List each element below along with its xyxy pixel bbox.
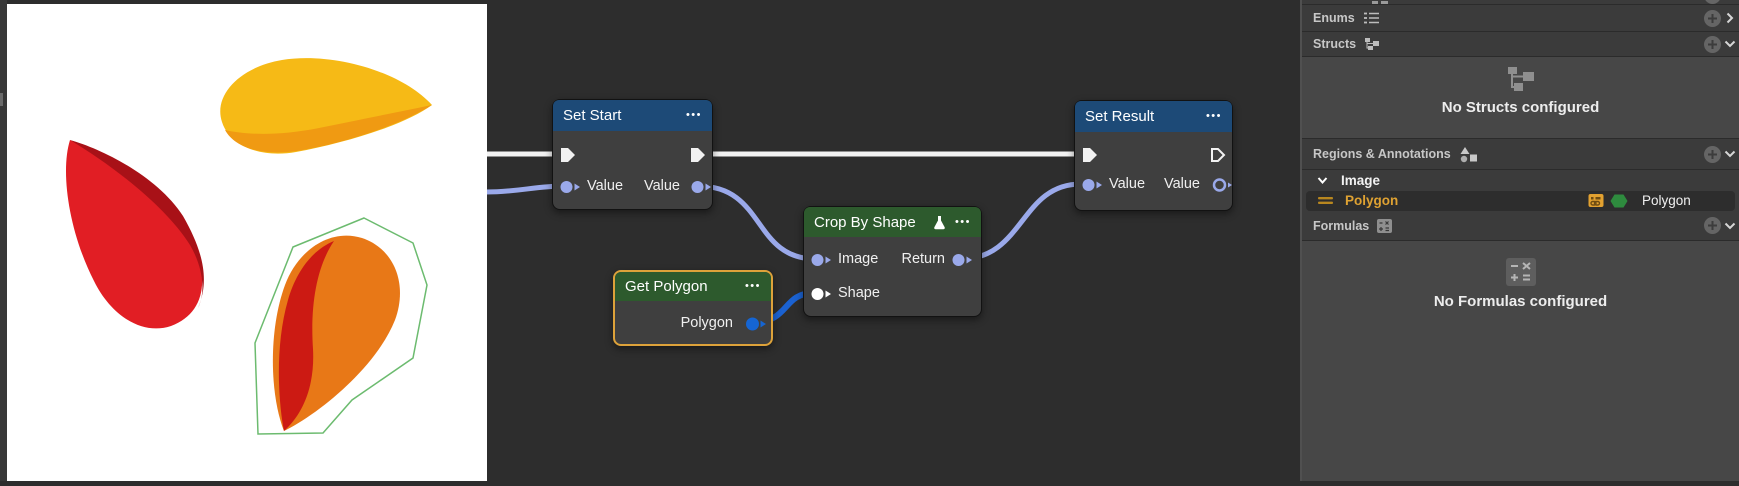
annotation-item-polygon[interactable]: Polygon Polygon [1306,190,1735,211]
no-structs-icon [1507,67,1534,91]
chevron-right-icon[interactable] [1723,12,1737,24]
value-out-label: Value [643,178,680,194]
value-in-port[interactable] [559,179,581,195]
node-get-polygon[interactable]: Get Polygon ••• Polygon [613,270,773,346]
petal-orange [272,235,400,431]
exec-out-pin-unconnected[interactable] [1209,146,1227,164]
value-in-port[interactable] [1081,177,1103,193]
add-button-partial[interactable] [1704,0,1721,4]
structs-empty-state: No Structs configured [1302,57,1739,139]
value-wire-set-start-to-crop[interactable] [695,183,819,262]
value-in-label: Value [587,178,624,194]
shape-in-label: Shape [838,285,880,301]
node-title: Set Start [563,107,622,124]
section-structs[interactable]: Structs [1302,32,1739,57]
shape-in-port[interactable] [810,286,832,302]
section-formulas[interactable]: Formulas [1302,211,1739,241]
left-edge-strip [0,0,7,481]
partial-section-icon [1372,1,1388,4]
node-set-start[interactable]: Set Start ••• Value Value [552,99,713,210]
empty-message: No Structs configured [1441,99,1600,116]
petal-red [65,140,204,329]
section-label: Structs [1313,37,1357,51]
enum-list-icon [1363,12,1379,24]
exec-in-pin[interactable] [559,146,577,164]
no-formulas-icon [1505,258,1536,286]
petal-yellow [220,58,432,154]
section-label: Formulas [1313,218,1370,233]
section-regions-annotations[interactable]: Regions & Annotations [1302,139,1739,170]
partial-section-row [1302,0,1739,5]
node-crop-by-shape[interactable]: Crop By Shape ••• Image Return Shape [803,206,982,317]
section-label: Enums [1313,11,1355,25]
polygon-type-hexagon-icon [1610,194,1628,207]
polygon-out-port[interactable] [745,316,767,332]
right-panel: Enums Structs No Structs configured Regi… [1300,0,1739,481]
drag-handle-icon[interactable] [1318,196,1333,205]
node-crop-by-shape-header[interactable]: Crop By Shape ••• [804,207,981,237]
chevron-down-icon[interactable] [1317,176,1328,184]
node-menu-icon[interactable]: ••• [744,280,761,292]
value-out-port[interactable] [690,179,712,195]
section-enums[interactable]: Enums [1302,5,1739,32]
node-set-start-header[interactable]: Set Start ••• [553,100,712,131]
linked-annotation-icon [1588,194,1604,207]
formula-icon [1377,218,1393,233]
value-out-label: Value [1163,176,1200,192]
image-in-label: Image [838,251,879,267]
node-title: Get Polygon [625,278,708,295]
value-in-label: Value [1109,176,1146,192]
section-label: Regions & Annotations [1313,147,1451,161]
value-out-port-unconnected[interactable] [1212,177,1234,193]
shapes-icon [1460,146,1477,162]
image-preview-canvas[interactable] [7,4,487,481]
struct-icon [1365,38,1380,50]
add-formula-button[interactable] [1704,217,1721,234]
return-out-port[interactable] [951,252,973,268]
exec-out-pin[interactable] [689,146,707,164]
node-set-result-header[interactable]: Set Result ••• [1075,101,1232,132]
add-struct-button[interactable] [1704,35,1721,53]
image-in-port[interactable] [810,252,832,268]
chevron-down-icon[interactable] [1723,222,1737,230]
node-menu-icon[interactable]: ••• [954,215,971,228]
polygon-out-label: Polygon [680,315,733,331]
exec-in-pin[interactable] [1081,146,1099,164]
annotation-group-image[interactable]: Image [1302,170,1739,190]
node-get-polygon-header[interactable]: Get Polygon ••• [615,272,771,301]
preview-image [65,58,432,435]
polygon-annotation-outline[interactable] [254,217,428,435]
flask-icon [934,215,945,229]
annotation-name: Polygon [1345,193,1399,208]
node-set-result[interactable]: Set Result ••• Value Value [1074,100,1233,211]
annotation-item-row-wrap: Polygon Polygon [1302,190,1739,211]
chevron-down-icon[interactable] [1723,150,1737,158]
panel-resize-notch[interactable] [0,93,3,106]
empty-message: No Formulas configured [1433,293,1608,310]
annotation-type-label: Polygon [1642,193,1691,208]
group-label: Image [1341,172,1381,188]
add-enum-button[interactable] [1704,9,1721,27]
node-menu-icon[interactable]: ••• [1205,110,1222,122]
formulas-empty-state: No Formulas configured [1302,241,1739,481]
node-menu-icon[interactable]: ••• [685,109,702,121]
chevron-down-icon[interactable] [1723,40,1737,48]
node-title: Crop By Shape [814,213,916,231]
return-out-label: Return [901,251,945,267]
add-annotation-button[interactable] [1704,145,1721,163]
node-title: Set Result [1085,108,1155,125]
